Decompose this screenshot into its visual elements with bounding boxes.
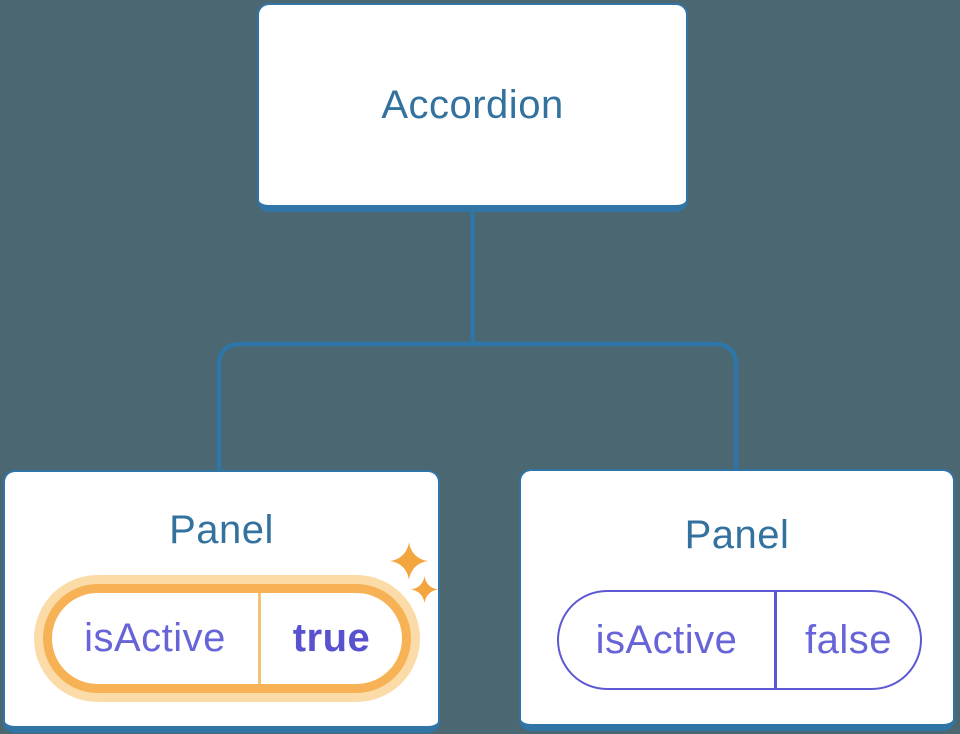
prop-name-label: isActive: [595, 617, 738, 662]
connector-bracket: [216, 341, 739, 470]
pill-divider: [258, 593, 261, 684]
prop-value-label: false: [805, 617, 892, 662]
prop-pill-inactive: isActive false: [557, 590, 922, 690]
root-node-accordion: Accordion: [257, 3, 688, 212]
panel-node-label: Panel: [169, 508, 274, 552]
panel-node-active: Panel isActive true: [3, 470, 440, 733]
prop-value-label: true: [292, 616, 371, 660]
panel-node-label: Panel: [684, 513, 790, 557]
root-node-label: Accordion: [381, 82, 564, 127]
sparkle-icon: [411, 576, 438, 603]
prop-pill-active: isActive true: [43, 584, 411, 693]
prop-name-label: isActive: [84, 616, 226, 660]
pill-divider: [774, 592, 777, 688]
panel-node-inactive: Panel isActive false: [519, 469, 955, 731]
